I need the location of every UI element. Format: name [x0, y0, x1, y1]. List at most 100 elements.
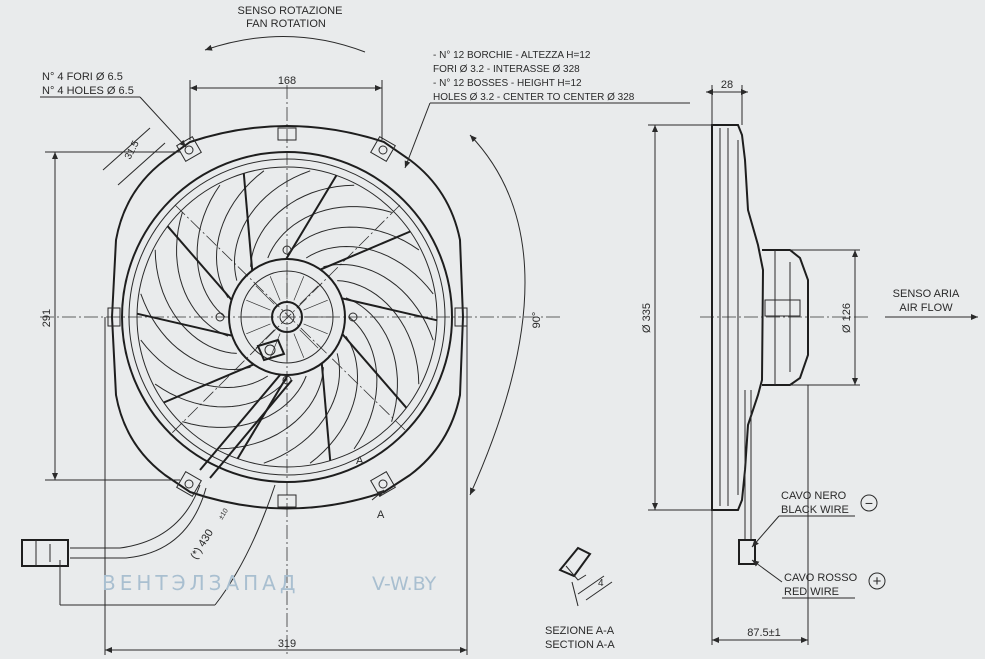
grille-spiral — [286, 226, 420, 256]
bosses-note-line1: - N° 12 BORCHIE - ALTEZZA H=12 — [433, 50, 591, 61]
grille-spiral — [309, 335, 359, 464]
grille-spiral — [345, 297, 398, 422]
section-dim: 4 — [598, 578, 604, 589]
boss-top — [277, 127, 297, 141]
diagonal-centerline-2 — [174, 204, 406, 431]
grille-spoke — [320, 363, 332, 461]
black-wire-leader — [751, 515, 780, 548]
section-mark-1: A — [356, 455, 364, 467]
grille-spiral — [337, 280, 420, 385]
dim-bottom: 319 — [278, 638, 296, 650]
minus-symbol: − — [865, 495, 873, 511]
fan-frame-outline — [110, 125, 465, 510]
holes-note-it: N° 4 FORI Ø 6.5 — [42, 71, 123, 83]
grille-spiral — [176, 212, 229, 337]
grille-spiral — [323, 263, 434, 341]
diagonal-centerline — [169, 204, 401, 436]
side-body-profile — [711, 124, 765, 511]
boss-left — [107, 307, 121, 327]
motor-fin — [255, 285, 275, 305]
hub-screw-right — [348, 312, 358, 322]
grille-spokes — [136, 173, 438, 461]
plus-symbol: + — [873, 573, 882, 590]
dim-slot: 31.5 — [123, 139, 142, 162]
section-label-it: SEZIONE A-A — [545, 625, 615, 637]
side-wires — [744, 390, 752, 540]
airflow-label-en: AIR FLOW — [899, 302, 953, 314]
motor-fin — [303, 323, 328, 335]
bosses-note-line4: HOLES Ø 3.2 - CENTER TO CENTER Ø 328 — [433, 92, 635, 103]
grille-spiral — [215, 170, 265, 299]
dim-depth-bottom: 87.5±1 — [747, 627, 781, 639]
dim-hub: Ø 126 — [841, 303, 853, 333]
connector-screw — [264, 344, 276, 356]
holes-leader — [139, 96, 187, 148]
cable-line-1 — [70, 484, 201, 549]
dim-top: 168 — [278, 75, 296, 87]
fan-shroud-inner — [128, 158, 446, 476]
cable-channel — [199, 374, 293, 479]
side-motor-label — [764, 299, 801, 317]
motor-fin — [269, 276, 281, 301]
grille-spiral — [263, 353, 341, 464]
cable-line-2 — [70, 487, 207, 559]
grille-spiral — [154, 249, 237, 354]
grille-spiral — [250, 184, 355, 267]
plus-symbol-circle — [868, 572, 886, 590]
side-motor — [762, 249, 809, 386]
electrical-connector — [21, 539, 69, 567]
grille-spoke — [242, 173, 254, 271]
red-wire-it: CAVO ROSSO — [784, 572, 858, 584]
motor-fin — [299, 285, 319, 305]
red-wire-en: RED WIRE — [784, 586, 839, 598]
rotation-arrow — [204, 36, 366, 53]
motor-fin — [293, 276, 305, 301]
grille-spoke — [341, 333, 408, 409]
dim-cable-tol: ±10 — [218, 507, 230, 521]
dim-angle-arc — [469, 134, 526, 496]
motor-fin — [269, 333, 281, 358]
grille-spoke — [285, 174, 338, 260]
motor-fins — [243, 273, 331, 361]
motor-connector-tab — [256, 338, 286, 362]
side-view: 28 Ø 335 Ø 126 SENSO ARIA AIR FLOW CAVO … — [641, 79, 978, 645]
dim-depth-top: 28 — [721, 79, 733, 91]
holes-note-en: N° 4 HOLES Ø 6.5 — [42, 85, 134, 97]
black-wire-it: CAVO NERO — [781, 490, 847, 502]
grille-spiral — [154, 378, 288, 408]
watermark-site: V-W.BY — [372, 573, 437, 595]
section-mark-2: A — [377, 509, 385, 521]
grille-spoke — [136, 312, 233, 337]
dim-diameter: Ø 335 — [641, 303, 653, 333]
hub-screw-left — [215, 312, 225, 322]
fan-shroud-ring — [121, 151, 453, 483]
grille-outer-ring — [136, 166, 438, 468]
bosses-note-line3: - N° 12 BOSSES - HEIGHT H=12 — [433, 78, 582, 89]
grille-spiral — [196, 184, 226, 318]
grille-spoke — [166, 225, 233, 301]
minus-symbol-circle — [860, 494, 878, 512]
motor-face — [240, 270, 334, 364]
mounting-lugs — [176, 136, 396, 497]
motor-fin — [246, 323, 271, 335]
section-label-en: SECTION A-A — [545, 639, 615, 651]
motor-fin — [299, 329, 319, 349]
side-wire-terminal — [738, 539, 756, 565]
grille-spiral — [233, 170, 311, 281]
grille-spiral — [182, 375, 307, 428]
section-detail: 4 SEZIONE A-A SECTION A-A — [545, 546, 615, 651]
rotation-label-en: FAN ROTATION — [246, 18, 326, 30]
grille-spoke — [163, 363, 254, 404]
red-wire-leader — [751, 559, 783, 583]
grille-spiral — [348, 316, 378, 450]
motor-shaft-cap — [271, 301, 303, 333]
grille-spiral — [140, 293, 251, 371]
bosses-note-line2: FORI Ø 3.2 - INTERASSE Ø 328 — [433, 64, 580, 75]
grille-spiral — [219, 367, 324, 450]
bosses-leader — [404, 102, 431, 169]
hub-screw-top — [282, 245, 292, 255]
motor-shaft — [279, 309, 295, 325]
watermark-brand: ВЕНТЭЛЗАПАД — [102, 571, 299, 595]
